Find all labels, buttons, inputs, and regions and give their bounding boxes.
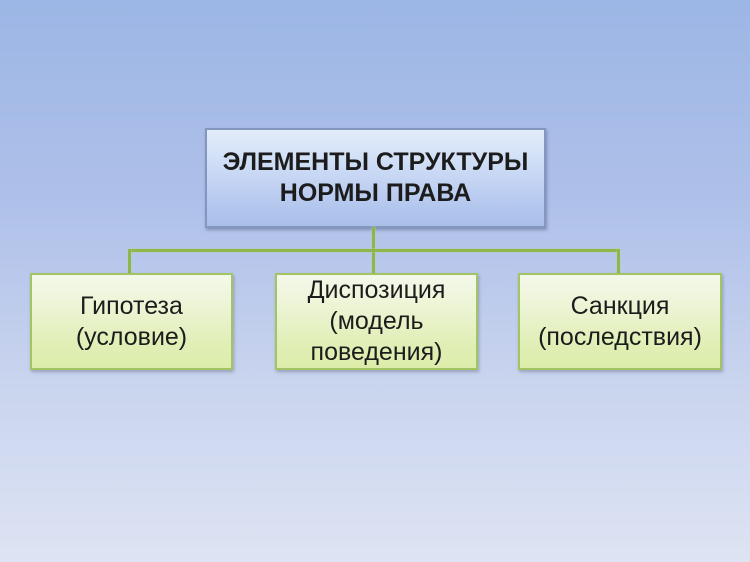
node-sanction-label: Санкция (последствия)	[538, 291, 702, 351]
node-hypothesis-label: Гипотеза (условие)	[75, 291, 188, 351]
node-hypothesis: Гипотеза (условие)	[30, 273, 233, 370]
connector-to-hypothesis	[128, 249, 131, 274]
node-disposition: Диспозиция (модель поведения)	[275, 273, 478, 370]
node-disposition-label: Диспозиция (модель поведения)	[307, 276, 446, 366]
connector-branch-horizontal	[128, 249, 620, 252]
node-sanction: Санкция (последствия)	[518, 273, 722, 370]
connector-to-sanction	[617, 249, 620, 274]
root-node-label: ЭЛЕМЕНТЫ СТРУКТУРЫ НОРМЫ ПРАВА	[222, 148, 529, 207]
root-node-elements-of-legal-norm: ЭЛЕМЕНТЫ СТРУКТУРЫ НОРМЫ ПРАВА	[205, 128, 546, 228]
